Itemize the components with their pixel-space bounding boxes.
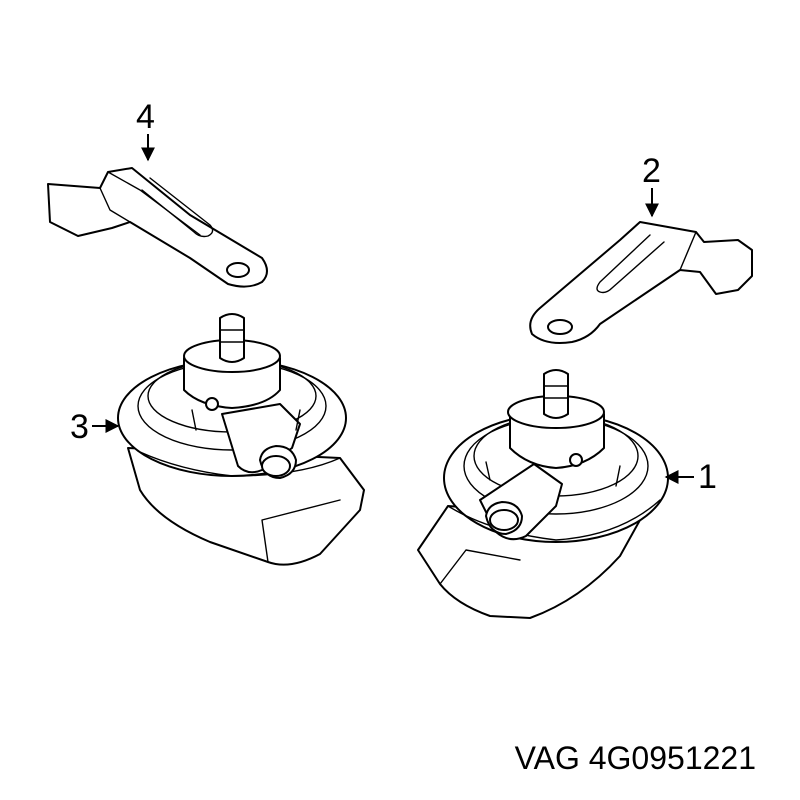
horn-part-3 — [117, 313, 365, 566]
callout-2-label: 2 — [642, 152, 661, 190]
callout-3: 3 — [70, 408, 120, 446]
callout-4-label: 4 — [136, 98, 155, 136]
part-number-caption: VAG 4G0951221 — [514, 740, 756, 776]
bracket-part-2 — [529, 221, 753, 344]
callout-1: 1 — [664, 458, 717, 496]
callout-1-label: 1 — [698, 458, 717, 496]
callout-3-label: 3 — [70, 408, 89, 446]
callout-4: 4 — [136, 98, 155, 162]
bracket-part-4 — [47, 167, 268, 288]
callout-2: 2 — [642, 152, 661, 218]
horn-part-1 — [417, 369, 669, 619]
